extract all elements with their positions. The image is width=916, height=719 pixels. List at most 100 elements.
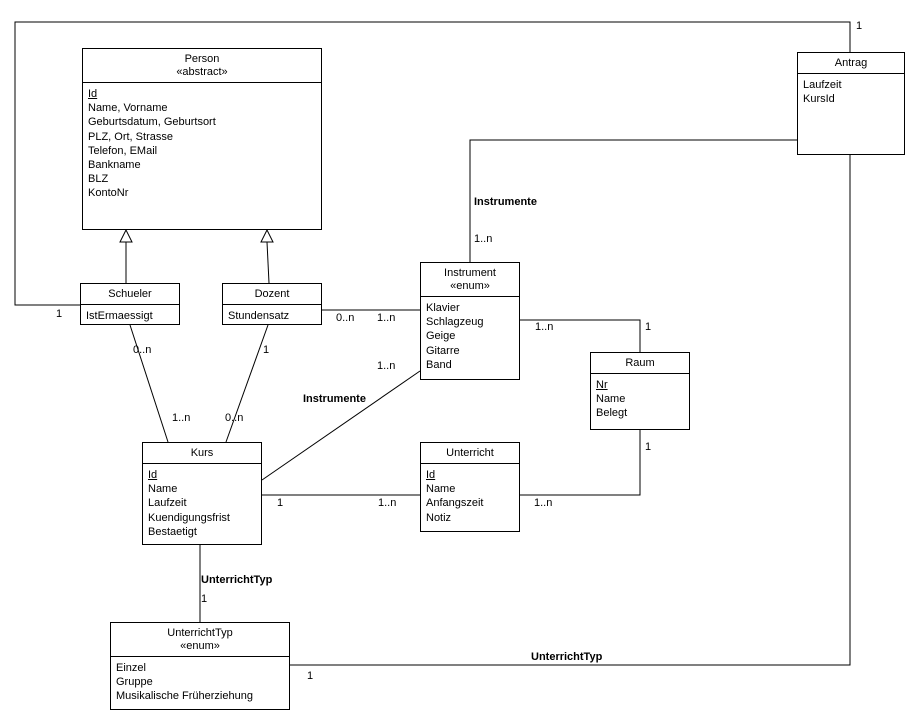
attribute: Name, Vorname	[88, 102, 168, 115]
class-dozent[interactable]: Dozent Stundensatz	[222, 283, 322, 325]
attribute: Notiz	[426, 511, 452, 524]
attribute: Schlagzeug	[426, 316, 484, 329]
association-antrag-instrument	[469, 139, 797, 262]
attribute: Name	[148, 483, 178, 496]
attribute: Band	[426, 358, 452, 371]
association-kurs-instrument	[261, 370, 421, 481]
multiplicity-label: 1..n	[377, 360, 396, 372]
attribute: Musikalische Früherziehung	[116, 690, 253, 703]
class-instrument-attributes: Klavier Schlagzeug Geige Gitarre Band	[421, 297, 519, 376]
class-unterrichttyp-attributes: Einzel Gruppe Musikalische Früherziehung	[111, 657, 289, 708]
association-name-label: Instrumente	[303, 393, 366, 405]
multiplicity-label: 1..n	[474, 233, 493, 245]
association-name-label: UnterrichtTyp	[531, 651, 603, 663]
multiplicity-label: 1..n	[377, 312, 396, 324]
attribute: Geburtsdatum, Geburtsort	[88, 116, 216, 129]
multiplicity-label: 0..n	[225, 412, 244, 424]
class-unterrichttyp-header: UnterrichtTyp «enum»	[111, 623, 289, 657]
multiplicity-label: 1	[56, 308, 63, 320]
multiplicity-label: 1	[307, 670, 314, 682]
multiplicity-label: 1	[645, 441, 652, 453]
class-schueler[interactable]: Schueler IstErmaessigt	[80, 283, 180, 325]
multiplicity-label: 0..n	[336, 312, 355, 324]
class-unterricht-header: Unterricht	[421, 443, 519, 464]
attribute: Nr	[596, 379, 608, 391]
class-person[interactable]: Person «abstract» Id Name, Vorname Gebur…	[82, 48, 322, 230]
attribute: Einzel	[116, 662, 146, 674]
class-instrument-stereotype: «enum»	[450, 280, 490, 292]
attribute: Telefon, EMail	[88, 144, 158, 157]
attribute: IstErmaessigt	[86, 310, 153, 322]
attribute: Name	[426, 483, 456, 496]
attribute: Stundensatz	[228, 310, 290, 322]
class-person-title: Person	[184, 53, 220, 65]
generalization-arrow-schueler	[119, 228, 133, 243]
attribute: Kuendigungsfrist	[148, 511, 230, 524]
class-unterrichttyp-stereotype: «enum»	[180, 640, 220, 652]
multiplicity-label: 1..n	[172, 412, 191, 424]
class-kurs-attributes: Id Name Laufzeit Kuendigungsfrist Bestae…	[143, 464, 261, 543]
class-unterrichttyp[interactable]: UnterrichtTyp «enum» Einzel Gruppe Musik…	[110, 622, 290, 710]
multiplicity-label: 1..n	[535, 321, 554, 333]
class-antrag[interactable]: Antrag Laufzeit KursId	[797, 52, 905, 155]
multiplicity-label: 0..n	[133, 344, 152, 356]
attribute: Geige	[426, 330, 456, 343]
class-schueler-attributes: IstErmaessigt	[81, 305, 179, 324]
attribute: Id	[426, 469, 436, 481]
association-dozent-kurs	[225, 324, 269, 443]
attribute: Anfangszeit	[426, 497, 484, 510]
multiplicity-label: 1	[645, 321, 652, 333]
class-kurs[interactable]: Kurs Id Name Laufzeit Kuendigungsfrist B…	[142, 442, 262, 545]
attribute: Id	[88, 88, 98, 100]
class-dozent-header: Dozent	[223, 284, 321, 305]
attribute: Bestaetigt	[148, 525, 197, 538]
attribute: PLZ, Ort, Strasse	[88, 130, 173, 143]
class-unterrichttyp-title: UnterrichtTyp	[167, 627, 233, 639]
class-kurs-header: Kurs	[143, 443, 261, 464]
class-person-attributes: Id Name, Vorname Geburtsdatum, Geburtsor…	[83, 83, 321, 205]
attribute: KontoNr	[88, 187, 129, 200]
attribute: KursId	[803, 93, 835, 106]
class-dozent-title: Dozent	[254, 288, 290, 300]
class-person-stereotype: «abstract»	[176, 66, 228, 78]
class-instrument[interactable]: Instrument «enum» Klavier Schlagzeug Gei…	[420, 262, 520, 380]
class-raum-attributes: Nr Name Belegt	[591, 374, 689, 425]
attribute: Laufzeit	[803, 79, 842, 91]
class-schueler-header: Schueler	[81, 284, 179, 305]
class-antrag-title: Antrag	[834, 57, 868, 69]
multiplicity-label: 1	[263, 344, 270, 356]
multiplicity-label: 1	[277, 497, 284, 509]
class-unterricht[interactable]: Unterricht Id Name Anfangszeit Notiz	[420, 442, 520, 532]
attribute: Bankname	[88, 159, 141, 172]
association-antrag-unterrichttyp	[290, 155, 851, 666]
class-instrument-header: Instrument «enum»	[421, 263, 519, 297]
class-dozent-attributes: Stundensatz	[223, 305, 321, 324]
attribute: Gruppe	[116, 676, 153, 689]
association-name-label: Instrumente	[474, 196, 537, 208]
class-antrag-header: Antrag	[798, 53, 904, 74]
multiplicity-label: 1	[201, 593, 208, 605]
attribute: Klavier	[426, 302, 460, 314]
class-kurs-title: Kurs	[190, 447, 214, 459]
class-raum[interactable]: Raum Nr Name Belegt	[590, 352, 690, 430]
class-unterricht-title: Unterricht	[446, 447, 494, 459]
association-raum-unterricht	[520, 430, 641, 496]
attribute: Name	[596, 393, 626, 406]
association-schueler-antrag	[14, 21, 851, 306]
generalization-dozent-person	[266, 241, 270, 284]
class-antrag-attributes: Laufzeit KursId	[798, 74, 904, 110]
class-instrument-title: Instrument	[444, 267, 496, 279]
attribute: BLZ	[88, 173, 109, 186]
multiplicity-label: 1	[856, 20, 863, 32]
multiplicity-label: 1..n	[378, 497, 397, 509]
generalization-arrow-dozent	[260, 228, 274, 243]
class-schueler-title: Schueler	[108, 288, 152, 300]
class-raum-title: Raum	[625, 357, 655, 369]
attribute: Gitarre	[426, 344, 460, 357]
attribute: Id	[148, 469, 158, 481]
association-name-label: UnterrichtTyp	[201, 574, 273, 586]
class-person-header: Person «abstract»	[83, 49, 321, 83]
association-schueler-kurs	[129, 324, 169, 443]
